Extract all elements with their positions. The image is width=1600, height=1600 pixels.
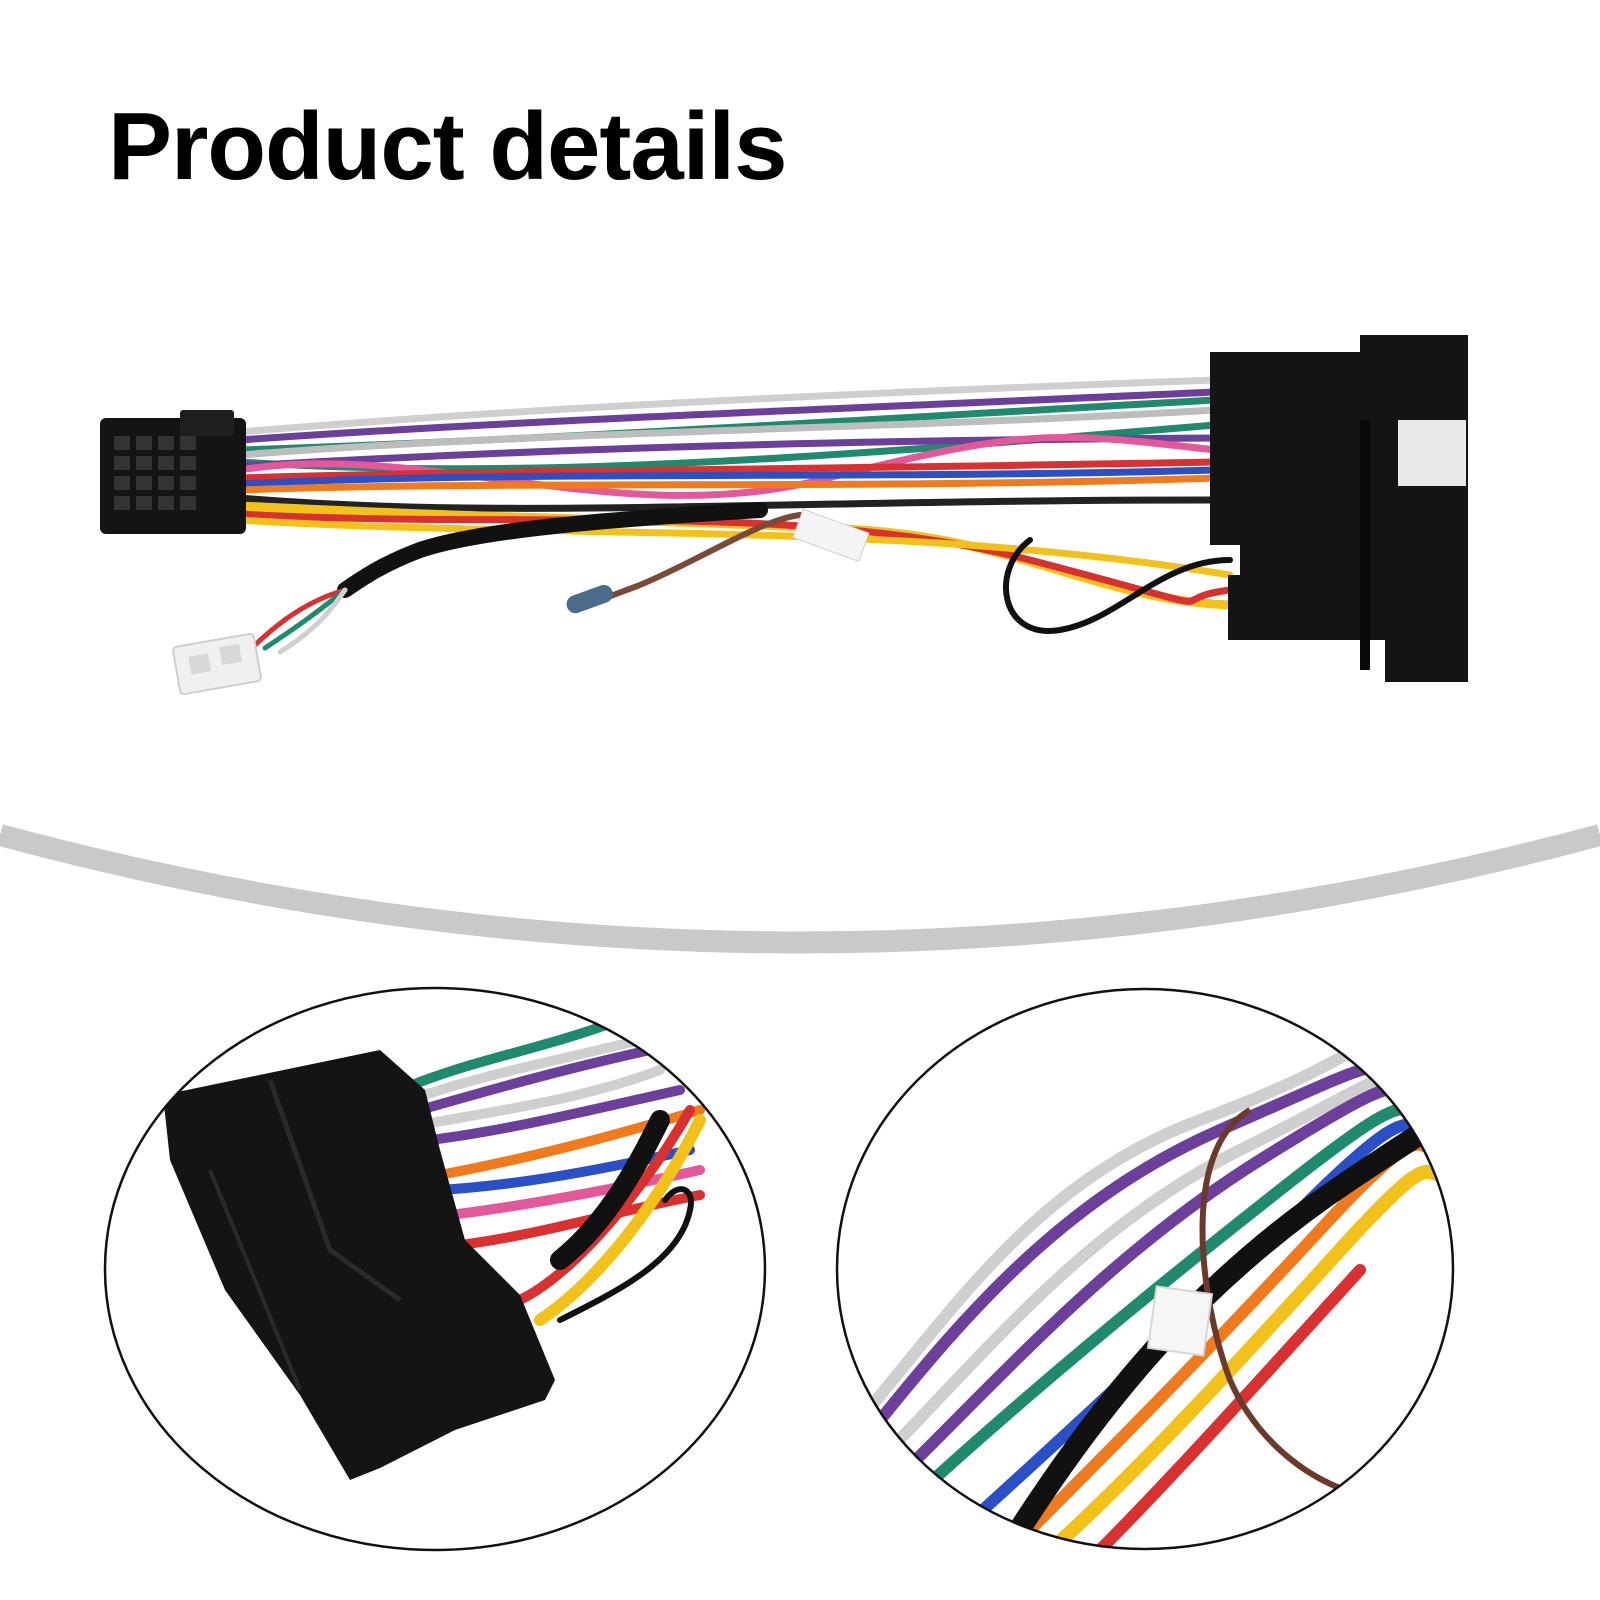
detail-left-image <box>103 986 767 1552</box>
detail-left-frame <box>103 986 767 1552</box>
detail-right-image <box>835 987 1455 1551</box>
wiring-harness-image <box>100 335 1468 696</box>
detail-right-frame <box>835 987 1455 1551</box>
curved-divider <box>0 824 1600 954</box>
page-title: Product details <box>108 93 787 200</box>
